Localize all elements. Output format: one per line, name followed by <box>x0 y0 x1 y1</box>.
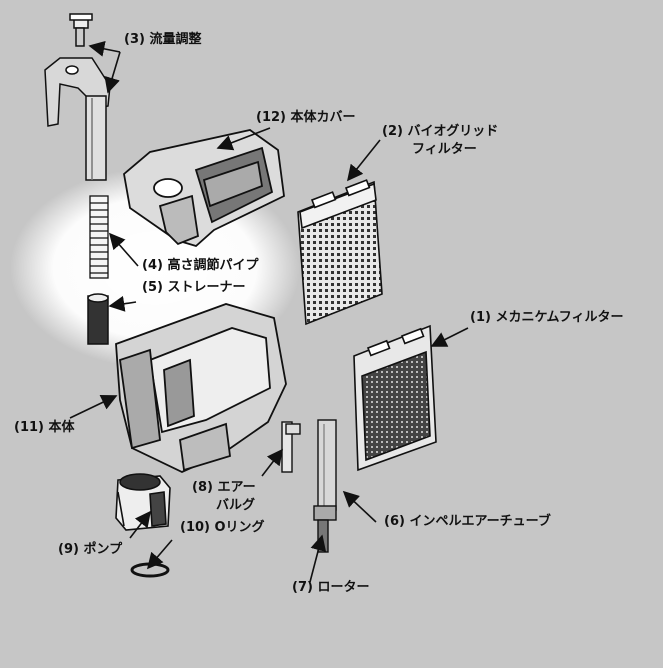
main-body-part <box>115 303 287 473</box>
label-flow-adjust: (3) 流量調整 <box>124 32 202 47</box>
label-height-pipe: (4) 高さ調節パイプ <box>142 258 259 273</box>
body-cover-part <box>123 129 285 248</box>
label-rotor: (7) ローター <box>292 580 370 595</box>
mechanical-filter-part <box>353 324 437 472</box>
height-pipe-part <box>89 195 109 279</box>
leader-arrows <box>69 40 469 583</box>
label-main-body: (11) 本体 <box>14 420 75 435</box>
label-mechanical-filter: (1) メカニケムフィルター <box>470 310 624 325</box>
impeller-tube-part <box>313 419 337 521</box>
bio-grid-filter-part <box>297 179 383 326</box>
label-o-ring: (10) Oリング <box>180 520 265 535</box>
label-pump: (9) ポンプ <box>58 542 123 557</box>
label-air-valve-line2: バルグ <box>216 498 256 513</box>
label-body-cover: (12) 本体カバー <box>256 110 356 125</box>
strainer-part <box>87 293 109 345</box>
label-impeller-tube: (6) インペルエアーチューブ <box>384 514 551 529</box>
label-strainer: (5) ストレーナー <box>142 280 246 295</box>
label-bio-grid-line1: (2) バイオグリッド <box>382 124 499 139</box>
air-valve-part <box>281 421 301 473</box>
pump-part <box>115 473 171 531</box>
label-air-valve-line1: (8) エアー <box>192 480 256 495</box>
flow-adjust-part <box>44 13 111 181</box>
label-bio-grid-line2: フィルター <box>412 142 477 157</box>
